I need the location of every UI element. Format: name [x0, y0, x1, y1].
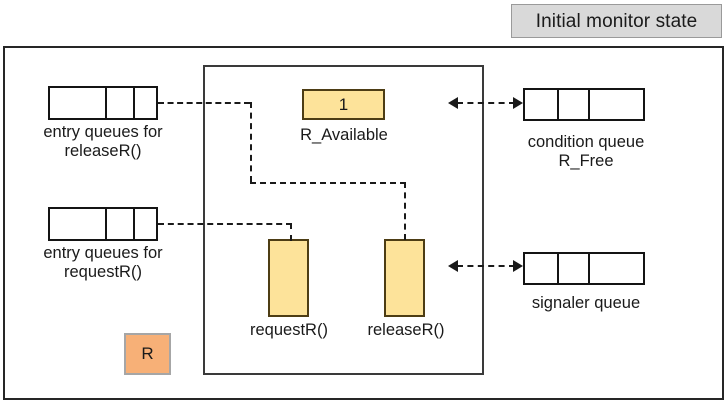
- entry-queue-releaseR-box: [48, 86, 158, 120]
- queue-divider: [105, 209, 107, 239]
- queue-divider: [588, 90, 590, 119]
- connector-releaseR-entry-seg-h1: [158, 102, 250, 104]
- releaseR-procedure-box: [384, 239, 425, 317]
- signaler-queue-box: [523, 252, 645, 285]
- queue-divider: [133, 88, 135, 118]
- connector-requestR-entry-seg-h1: [158, 223, 292, 225]
- queue-divider: [588, 254, 590, 283]
- monitor-boundary-rect: [203, 65, 484, 375]
- arrowhead-right-signaler-link: [513, 260, 523, 272]
- r-available-caption: R_Available: [300, 126, 388, 144]
- arrowhead-left-signaler-link: [448, 260, 458, 272]
- r-available-value: 1: [338, 95, 349, 114]
- connector-condition-queue-line: [457, 102, 515, 104]
- connector-releaseR-entry-seg-v1: [250, 102, 252, 182]
- queue-divider: [105, 88, 107, 118]
- queue-divider: [557, 90, 559, 119]
- signaler-queue-caption: signaler queue: [531, 294, 641, 312]
- arrowhead-left-condition-link: [448, 97, 458, 109]
- requestR-procedure-box: [268, 239, 309, 317]
- connector-releaseR-entry-seg-h2: [250, 182, 406, 184]
- arrowhead-right-condition-link: [513, 97, 523, 109]
- entry-queue-requestR-box: [48, 207, 158, 241]
- resource-R-box: R: [124, 333, 171, 375]
- connector-signaler-queue-line: [457, 265, 515, 267]
- queue-divider: [133, 209, 135, 239]
- queue-divider: [557, 254, 559, 283]
- r-available-box: 1: [302, 89, 385, 120]
- connector-releaseR-entry-seg-v2: [404, 182, 406, 240]
- entry-queue-requestR-caption: entry queues for requestR(): [43, 244, 163, 281]
- releaseR-caption: releaseR(): [367, 321, 445, 339]
- connector-requestR-entry-seg-v1: [290, 223, 292, 241]
- title-badge: Initial monitor state: [511, 4, 722, 38]
- entry-queue-releaseR-caption: entry queues for releaseR(): [43, 123, 163, 160]
- condition-queue-caption: condition queue R_Free: [527, 133, 645, 170]
- requestR-caption: requestR(): [250, 321, 328, 339]
- resource-R-label: R: [141, 344, 154, 363]
- diagram-outer-frame: [3, 46, 724, 400]
- condition-queue-box: [523, 88, 645, 121]
